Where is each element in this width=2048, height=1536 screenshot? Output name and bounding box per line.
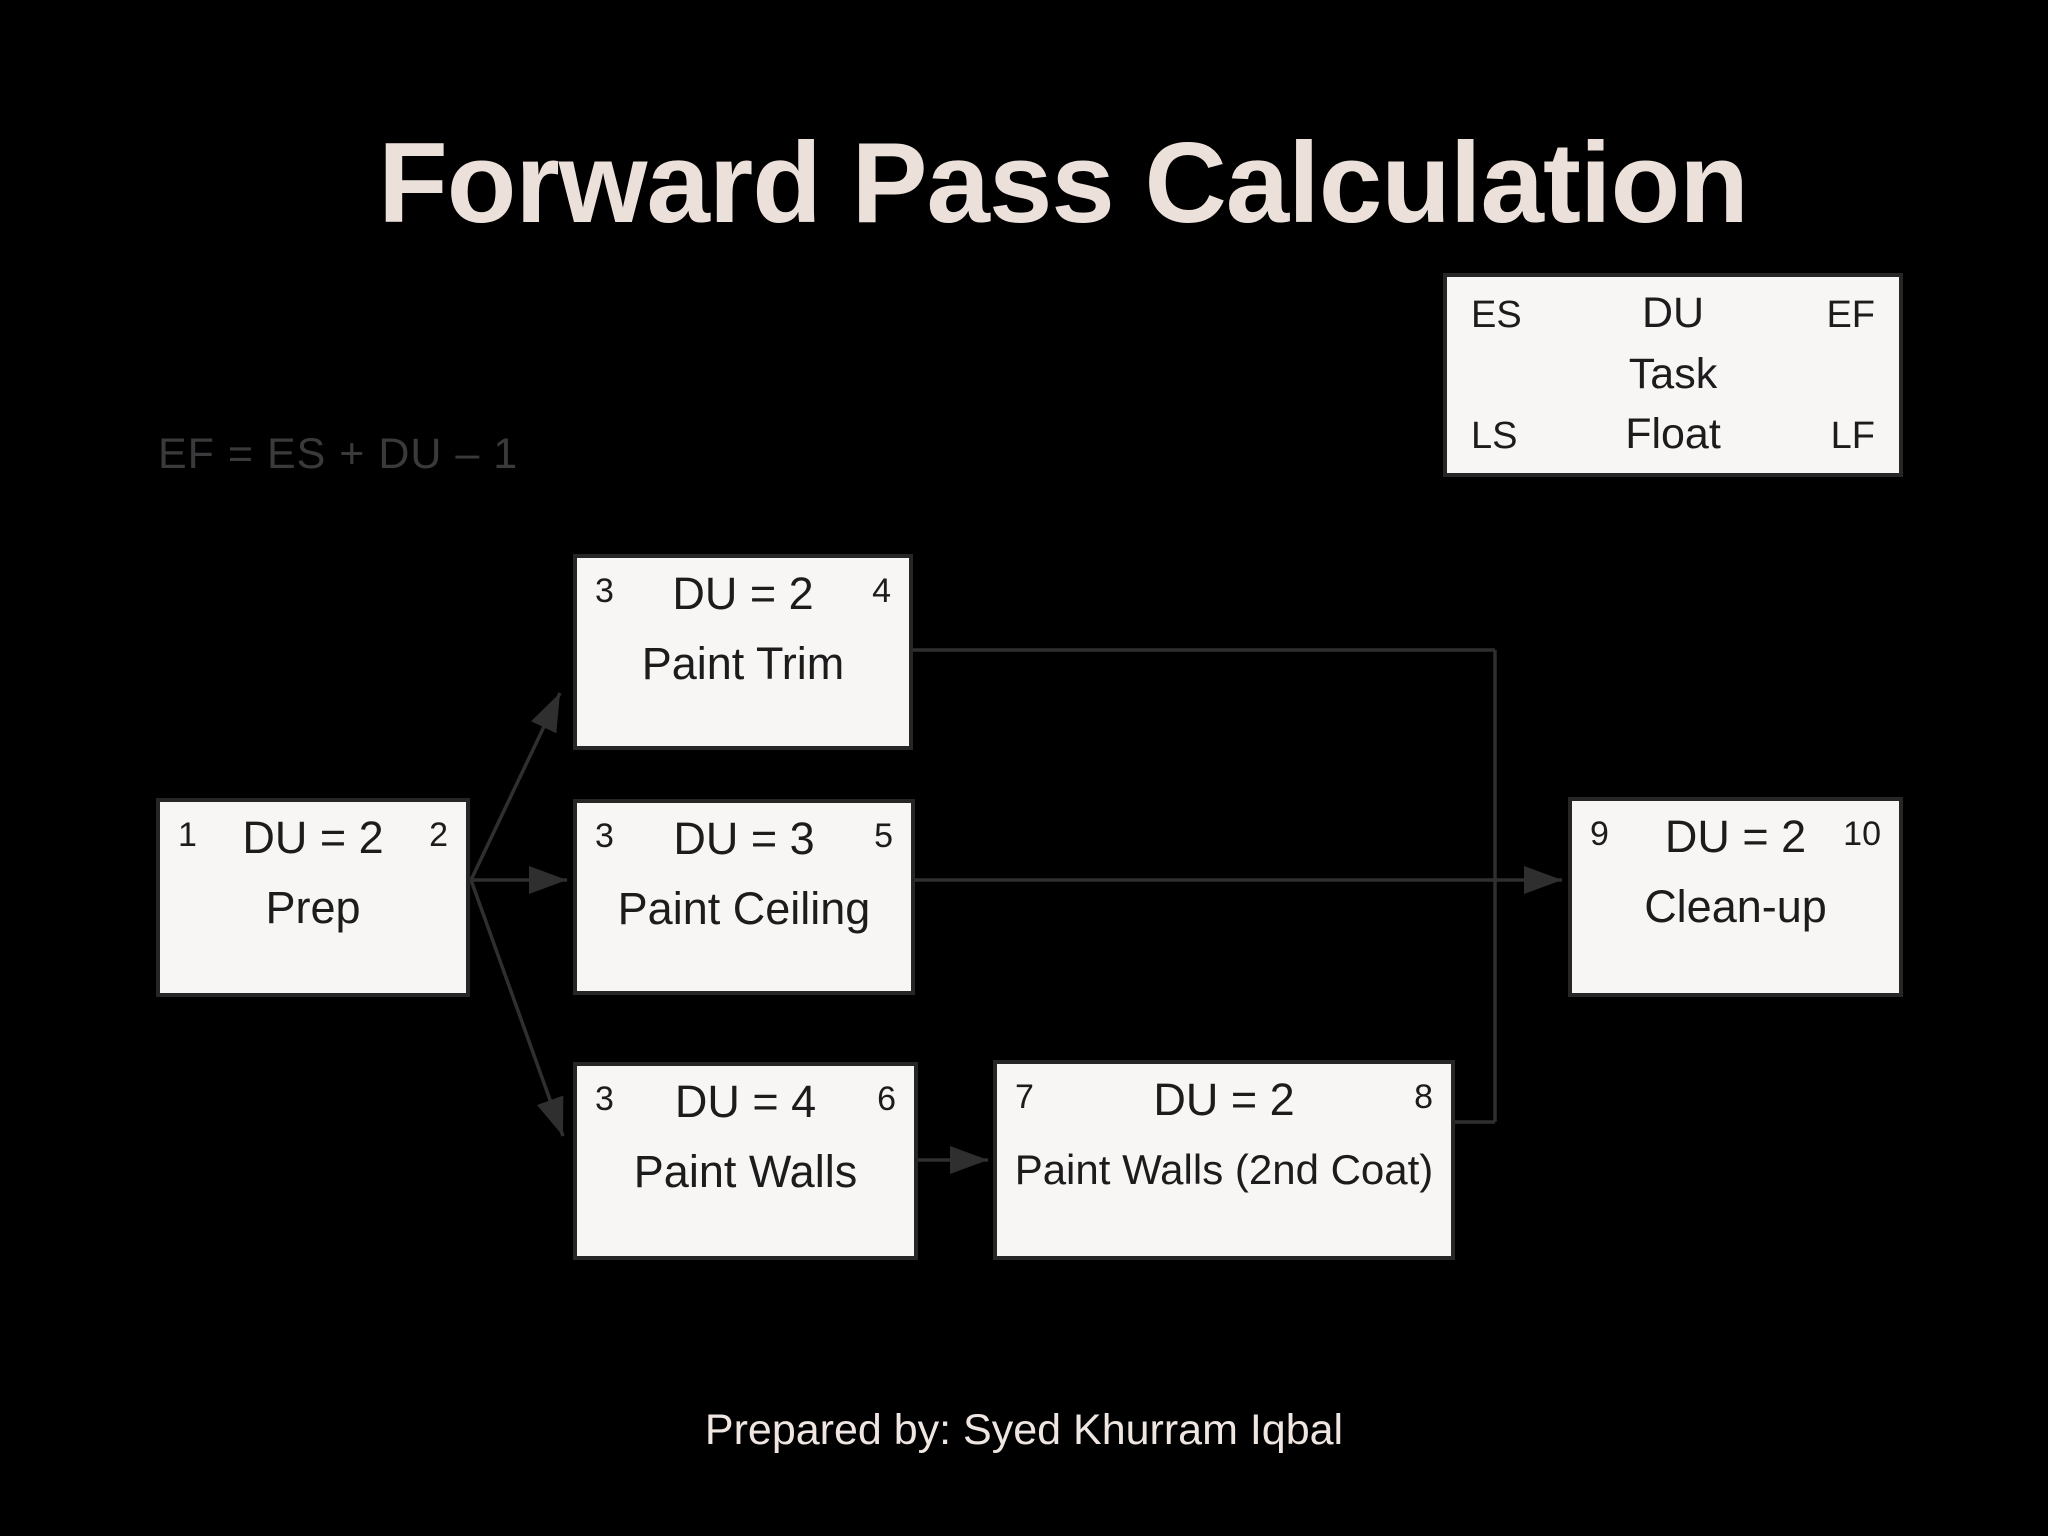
du-value: DU = 4 (674, 1076, 817, 1127)
edge-prep-to-paint-walls (469, 879, 565, 1137)
edge-prep-to-paint-trim (469, 692, 562, 881)
task-node-paint-ceiling: 3 DU = 3 5 Paint Ceiling (573, 799, 915, 995)
du-value: DU = 2 (672, 568, 814, 619)
task-node-clean-up: 9 DU = 2 10 Clean-up (1568, 797, 1903, 997)
legend-lf-label: LF (1830, 415, 1875, 457)
legend-es-label: ES (1471, 294, 1522, 336)
du-value: DU = 2 (1153, 1074, 1295, 1125)
du-value: DU = 2 (242, 812, 384, 863)
legend-bottom-row: LS Float LF (1447, 410, 1899, 459)
task-name: Paint Trim (641, 638, 845, 689)
ef-value: 6 (877, 1080, 896, 1118)
es-value: 3 (595, 817, 614, 855)
es-value: 7 (1015, 1078, 1034, 1116)
task-name: Paint Walls (2nd Coat) (1014, 1146, 1434, 1193)
task-node-prep: 1 DU = 2 2 Prep (156, 798, 470, 997)
legend-du-label: DU (1641, 289, 1705, 337)
task-node-paint-trim: 3 DU = 2 4 Paint Trim (573, 554, 913, 750)
es-value: 9 (1590, 815, 1609, 853)
slide-title: Forward Pass Calculation (378, 120, 1749, 247)
ef-value: 10 (1843, 815, 1881, 853)
ef-value: 4 (872, 572, 891, 610)
task-name: Clean-up (1644, 881, 1827, 932)
ef-value: 8 (1414, 1078, 1433, 1116)
legend-top-row: ES DU EF (1447, 289, 1899, 338)
es-value: 1 (178, 816, 197, 854)
task-name: Paint Ceiling (617, 883, 871, 934)
legend-middle-row: Task (1447, 350, 1899, 399)
task-name: Paint Walls (633, 1146, 858, 1197)
ef-value: 5 (874, 817, 893, 855)
legend-ls-label: LS (1471, 415, 1518, 457)
forward-pass-formula: EF = ES + DU – 1 (158, 430, 519, 478)
task-name: Prep (265, 882, 361, 933)
du-value: DU = 2 (1664, 811, 1807, 862)
task-node-paint-walls: 3 DU = 4 6 Paint Walls (573, 1062, 918, 1260)
legend-ef-label: EF (1826, 294, 1875, 336)
es-value: 3 (595, 1080, 614, 1118)
legend-task-label: Task (1628, 349, 1718, 398)
legend-key-box: ES DU EF Task LS Float LF (1443, 273, 1903, 477)
task-node-paint-walls-2nd-coat: 7 DU = 2 8 Paint Walls (2nd Coat) (993, 1060, 1455, 1260)
ef-value: 2 (429, 816, 448, 854)
attribution-text: Prepared by: Syed Khurram Iqbal (704, 1406, 1344, 1454)
du-value: DU = 3 (673, 813, 815, 864)
es-value: 3 (595, 572, 614, 610)
legend-float-label: Float (1625, 410, 1721, 458)
